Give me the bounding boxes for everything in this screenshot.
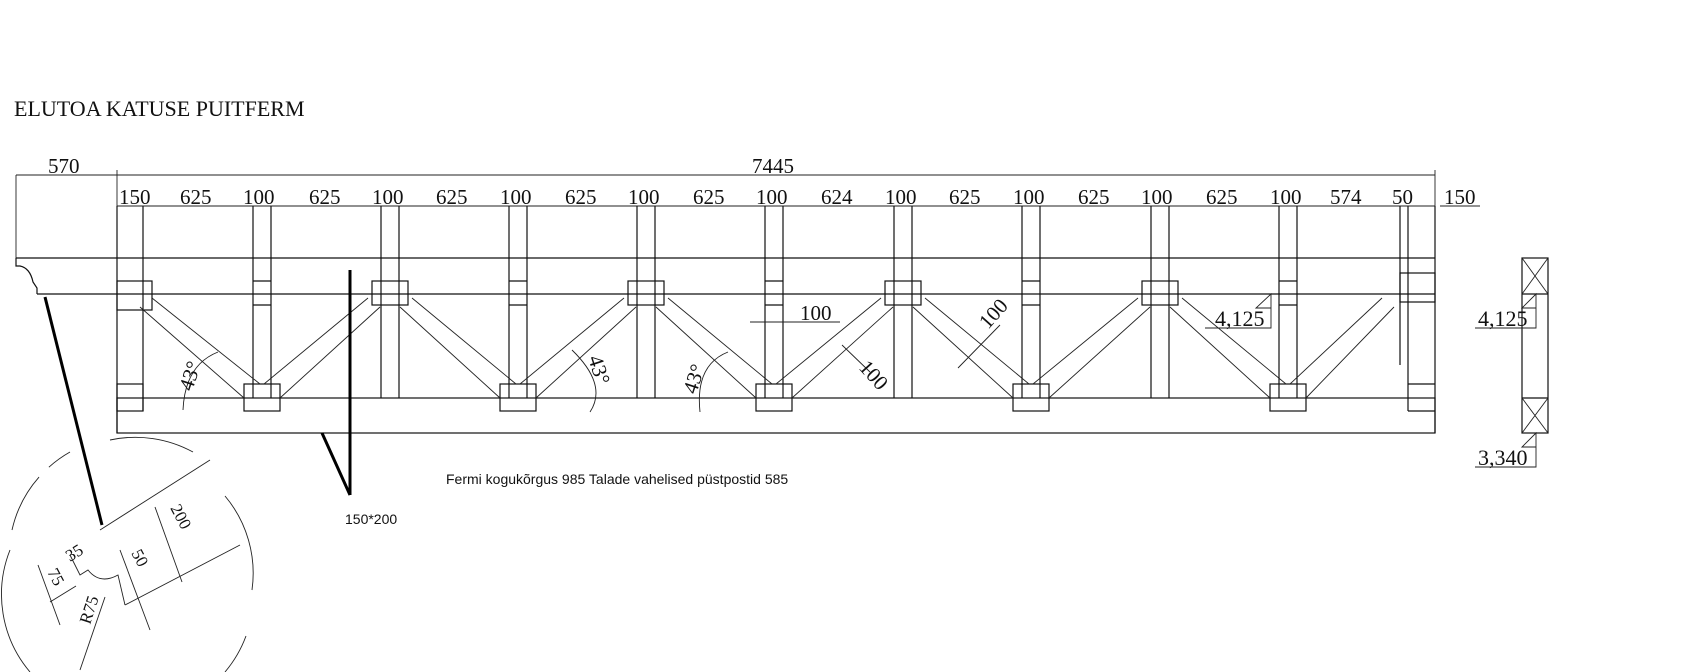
diagonal-brace	[655, 297, 773, 399]
vertical-post	[1141, 206, 1179, 398]
diagonal-brace	[139, 297, 261, 399]
member-dimension-annotations: 100 100 100 43° 43° 43°	[174, 294, 1013, 413]
segment-dimension: 100	[885, 185, 917, 209]
segment-dimension: 100	[1270, 185, 1302, 209]
overall-dimension: 570 7445	[15, 154, 1436, 258]
diagonal-braces	[139, 297, 1395, 399]
segment-dimension: 625	[949, 185, 981, 209]
segment-dimension: 625	[1078, 185, 1110, 209]
segment-dimension: 100	[243, 185, 275, 209]
diagonal-brace	[263, 297, 381, 399]
level-section-bottom: 3,340	[1478, 445, 1528, 470]
segment-dimension: 625	[565, 185, 597, 209]
section-leader	[320, 270, 352, 496]
vertical-post	[1269, 206, 1307, 412]
segment-dimension: 150	[119, 185, 151, 209]
segment-dimension: 50	[1392, 185, 1413, 209]
segment-dimension: 625	[1206, 185, 1238, 209]
angle-label: 43°	[174, 358, 206, 393]
segment-dimension: 100	[372, 185, 404, 209]
svg-text:R75: R75	[76, 593, 103, 626]
detail-leader	[43, 296, 104, 526]
diagonal-brace	[912, 297, 1030, 399]
svg-text:50: 50	[127, 546, 152, 570]
segment-dimension: 625	[436, 185, 468, 209]
section-size-note: 150*200	[345, 511, 397, 527]
segment-dimension: 150	[1444, 185, 1476, 209]
drawing-title: ELUTOA KATUSE PUITFERM	[14, 96, 305, 121]
level-marker-top: 4,125	[1205, 292, 1272, 331]
segment-dimensions: 150 625 100 625 100 625 100 625 100 625 100 624 100 6…	[117, 185, 1480, 209]
cross-section-view: 4,125 3,340	[1475, 257, 1549, 470]
member-width-label: 100	[974, 294, 1013, 333]
diagonal-brace	[1169, 297, 1287, 399]
truss-description-note: Fermi kogukõrgus 985 Talade vahelised pü…	[446, 471, 788, 487]
diagonal-brace	[1289, 297, 1395, 399]
segment-dimension: 574	[1330, 185, 1362, 209]
svg-text:35: 35	[62, 540, 86, 565]
svg-text:200: 200	[166, 501, 195, 532]
bottom-chord	[116, 397, 1436, 434]
segment-dimension: 625	[180, 185, 212, 209]
eave-detail: 200 35 50 75 R75	[1, 436, 254, 672]
overhang-dimension: 570	[48, 154, 80, 178]
end-post-right	[1399, 206, 1436, 412]
diagonal-brace	[399, 297, 517, 399]
svg-text:4,125: 4,125	[1215, 306, 1265, 331]
segment-dimension: 625	[693, 185, 725, 209]
diagonal-brace	[519, 297, 637, 399]
member-width-label: 100	[854, 355, 893, 394]
segment-dimension: 100	[1141, 185, 1173, 209]
segment-dimension: 100	[628, 185, 660, 209]
angle-label: 43°	[583, 352, 615, 387]
vertical-post	[627, 206, 665, 398]
end-post-left	[116, 206, 153, 412]
angle-label: 43°	[678, 361, 710, 396]
vertical-post	[755, 206, 793, 412]
vertical-post	[243, 206, 281, 412]
overall-length-dimension: 7445	[752, 154, 794, 178]
diagonal-brace	[775, 297, 894, 399]
segment-dimension: 624	[821, 185, 853, 209]
segment-dimension: 100	[756, 185, 788, 209]
level-section-top: 4,125	[1478, 306, 1528, 331]
diagonal-brace	[1032, 297, 1151, 399]
member-width-label: 100	[800, 301, 832, 325]
vertical-post	[884, 206, 922, 398]
segment-dimension: 100	[1013, 185, 1045, 209]
segment-dimension: 100	[500, 185, 532, 209]
svg-text:75: 75	[43, 565, 68, 589]
vertical-post	[1012, 206, 1050, 412]
vertical-post	[499, 206, 537, 412]
top-chord	[15, 257, 1435, 295]
segment-dimension: 625	[309, 185, 341, 209]
vertical-post	[371, 206, 409, 398]
